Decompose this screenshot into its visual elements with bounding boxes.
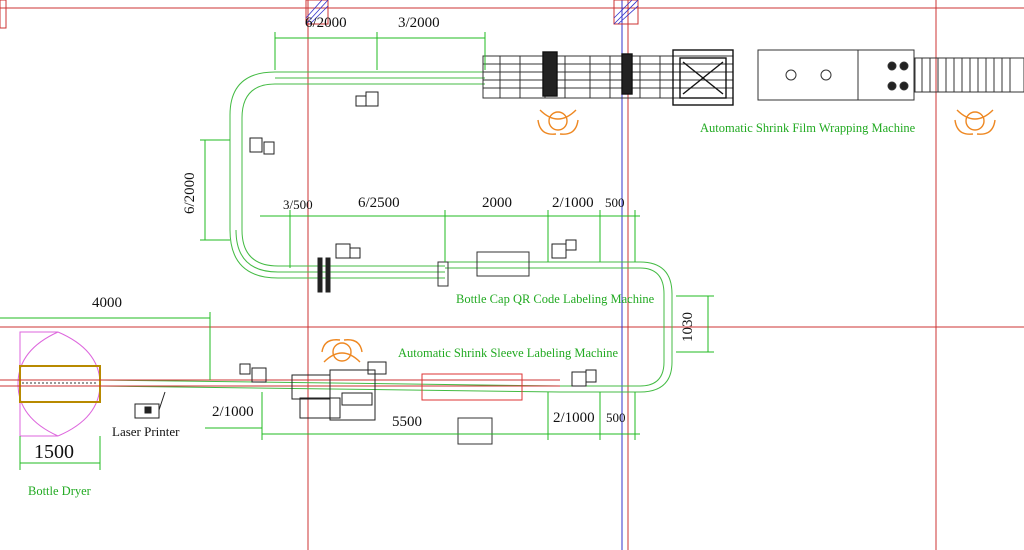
dim-mid-3-500: 3/500 [283,197,313,212]
dim-mid-6-2500: 6/2500 [358,195,400,211]
label-bottle-dryer: Bottle Dryer [28,484,92,498]
column-mark-1 [305,0,329,25]
bottle-dryer [0,331,120,437]
dim-mid-2-1000: 2/1000 [552,195,594,211]
dim-2-1000-left: 2/1000 [212,404,254,420]
dim-top-6-2000: 6/2000 [305,15,347,31]
column-mark-left [0,0,7,29]
label-shrink-sleeve-machine: Automatic Shrink Sleeve Labeling Machine [398,346,619,360]
dim-500-bottom: 500 [606,410,626,425]
label-qr-labeling-machine: Bottle Cap QR Code Labeling Machine [456,292,655,306]
control-cabinet [457,417,493,445]
dim-right-1030: 1030 [680,312,696,342]
dimension-lines [0,32,714,470]
shrink-tunnel [757,49,915,101]
column-mark-2 [613,0,639,25]
laser-printer [134,391,166,419]
conveyor-line [99,71,673,393]
label-shrink-film-machine: Automatic Shrink Film Wrapping Machine [700,121,916,135]
label-laser-printer: Laser Printer [112,424,180,439]
outfeed-roller [914,57,1024,93]
shrink-sleeve-machine [291,361,523,421]
wrapping-feeder [542,49,734,106]
operator-icon [321,109,996,363]
dim-4000: 4000 [92,295,122,311]
dim-2-1000-right: 2/1000 [553,410,595,426]
dim-mid-2000: 2000 [482,195,512,211]
dim-top-3-2000: 3/2000 [398,15,440,31]
dim-mid-500: 500 [605,195,625,210]
accumulation-table [482,55,734,99]
dim-5500: 5500 [392,414,422,430]
dim-left-6-2000: 6/2000 [182,172,198,214]
qr-labeling-machine [437,251,530,287]
dim-1500: 1500 [34,441,74,463]
motor-icon [239,91,597,387]
